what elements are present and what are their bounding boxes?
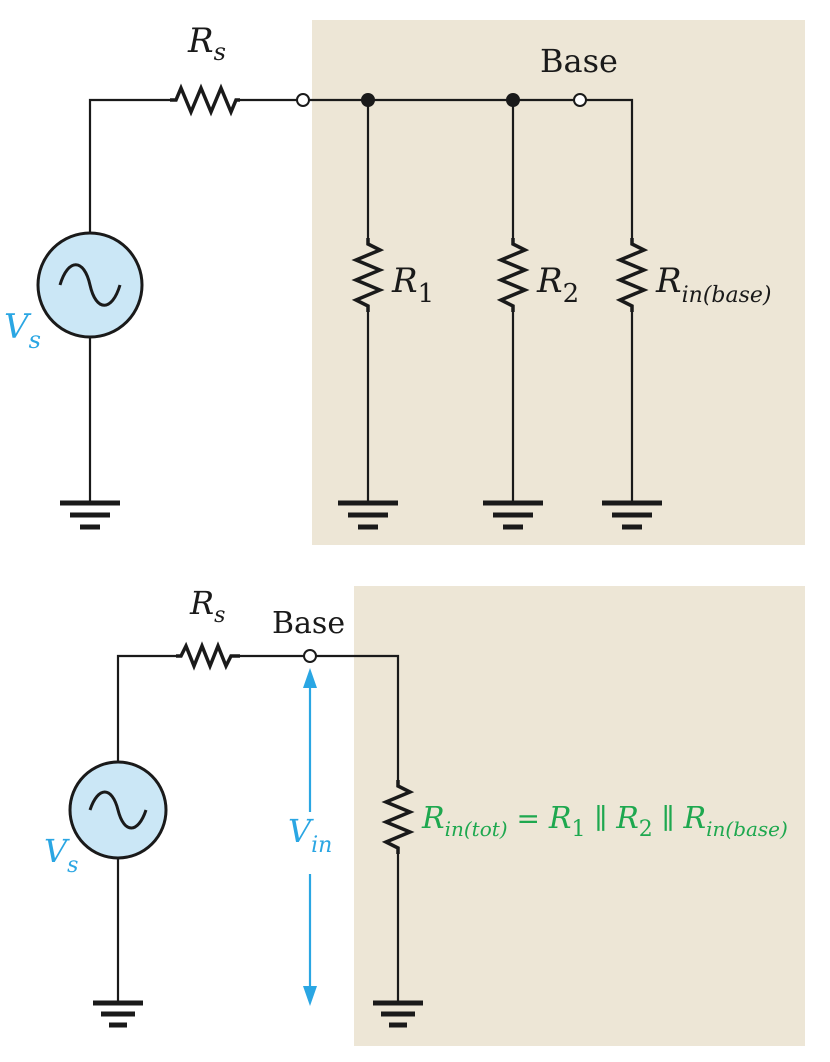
top-base-label: Base — [540, 42, 618, 80]
top-r2-resistor — [496, 238, 530, 312]
top-base-terminal — [573, 93, 587, 107]
vin-arrowhead-up-icon — [303, 668, 317, 688]
bottom-ground-rin-icon — [373, 1000, 423, 1028]
top-source-wire — [88, 98, 170, 240]
bottom-rs-resistor — [176, 641, 240, 671]
top-rin-label: Rin(base) — [655, 261, 772, 308]
top-shaded-panel — [312, 20, 805, 545]
top-ground-r1-icon — [338, 500, 398, 530]
bottom-rin-tot-resistor — [381, 780, 415, 854]
top-rs-resistor — [170, 83, 240, 117]
top-circuit: Rs Base Vs R1 R2 Rin(base) — [4, 20, 805, 545]
top-r1-label: R1 — [391, 261, 434, 309]
bottom-circuit: Rs Base Vs Vin Rin(tot) = R1 ∥ R2 ∥ Rin(… — [44, 584, 805, 1046]
top-vs-label: Vs — [4, 307, 41, 354]
top-input-terminal — [296, 93, 310, 107]
bottom-base-terminal — [303, 649, 317, 663]
top-rs-label: Rs — [187, 21, 226, 66]
bottom-shaded-panel — [354, 586, 805, 1046]
rin-tot-equation: Rin(tot) = R1 ∥ R2 ∥ Rin(base) — [421, 801, 788, 842]
top-base-to-rin-wire — [586, 98, 634, 238]
top-ground-source-icon — [60, 500, 120, 530]
top-r1-resistor — [351, 238, 385, 312]
bottom-sine-icon — [88, 790, 148, 830]
bottom-vin-label: Vin — [288, 812, 332, 858]
top-ground-rin-icon — [602, 500, 662, 530]
top-r2-label: R2 — [536, 261, 579, 309]
top-sine-icon — [58, 263, 122, 307]
bottom-rs-label: Rs — [189, 584, 225, 628]
vin-arrowhead-down-icon — [303, 986, 317, 1006]
bottom-ground-source-icon — [93, 1000, 143, 1028]
top-ground-r2-icon — [483, 500, 543, 530]
top-rin-resistor — [615, 238, 649, 312]
bottom-vs-label: Vs — [44, 832, 78, 878]
bottom-source-wire — [116, 654, 176, 762]
bottom-base-to-rin-wire — [316, 654, 400, 780]
bottom-base-label: Base — [272, 606, 345, 641]
